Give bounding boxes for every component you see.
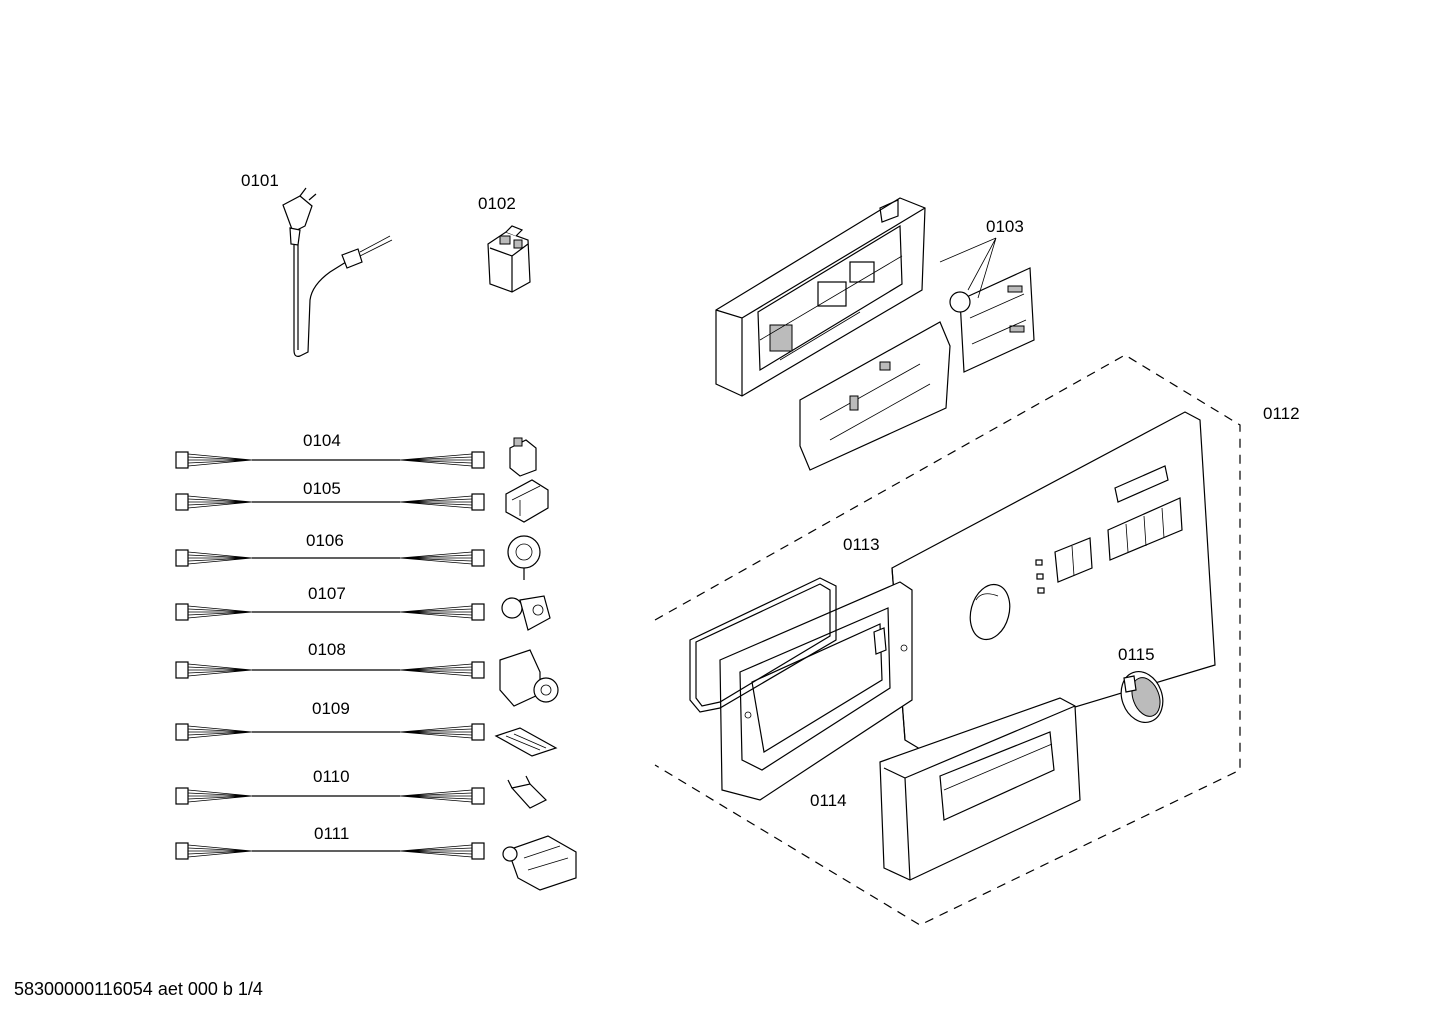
label-0110: 0110 — [313, 767, 350, 786]
cable-0105[interactable] — [175, 493, 485, 511]
part-0113-seal[interactable] — [689, 577, 837, 713]
label-0102: 0102 — [478, 194, 516, 213]
label-0101: 0101 — [241, 171, 279, 190]
label-0106: 0106 — [306, 531, 344, 550]
assembly-outline-0112 — [654, 354, 1241, 926]
cable-harness-rows: 0104 0105 0106 0107 — [175, 431, 485, 860]
component-door-switch[interactable] — [505, 479, 549, 523]
component-door-lock[interactable] — [509, 437, 537, 477]
component-heater-sensor[interactable] — [494, 727, 558, 757]
part-0101-mains-cable[interactable] — [282, 187, 393, 357]
component-pressure-switch[interactable] — [507, 535, 541, 580]
label-0104: 0104 — [303, 431, 341, 450]
cable-0107[interactable] — [175, 603, 485, 621]
label-0112: 0112 — [1263, 404, 1300, 423]
label-0107: 0107 — [308, 584, 346, 603]
label-0108: 0108 — [308, 640, 346, 659]
part-drawer-frame[interactable] — [719, 581, 913, 801]
part-0102-filter[interactable] — [487, 225, 531, 293]
cable-0108[interactable] — [175, 661, 485, 679]
label-0115: 0115 — [1118, 645, 1155, 664]
component-ntc-sensor[interactable] — [507, 775, 548, 809]
label-0109: 0109 — [312, 699, 350, 718]
cable-0109[interactable] — [175, 723, 485, 741]
label-0111: 0111 — [314, 824, 349, 843]
label-0113: 0113 — [843, 535, 880, 554]
cable-0110[interactable] — [175, 787, 485, 805]
cable-0111[interactable] — [175, 842, 485, 860]
document-id: 58300000116054 aet 000 b 1/4 — [14, 979, 263, 999]
cable-0104[interactable] — [175, 451, 485, 469]
component-motor[interactable] — [502, 835, 577, 891]
label-0105: 0105 — [303, 479, 341, 498]
part-0103-control-module[interactable] — [715, 197, 1035, 471]
cable-0106[interactable] — [175, 549, 485, 567]
label-0114: 0114 — [810, 791, 847, 810]
component-drain-pump[interactable] — [499, 649, 559, 707]
part-0114-drawer-front[interactable] — [879, 697, 1081, 881]
label-0103: 0103 — [986, 217, 1024, 236]
part-0115-selector-knob[interactable] — [1114, 666, 1169, 729]
component-valve[interactable] — [501, 595, 551, 631]
